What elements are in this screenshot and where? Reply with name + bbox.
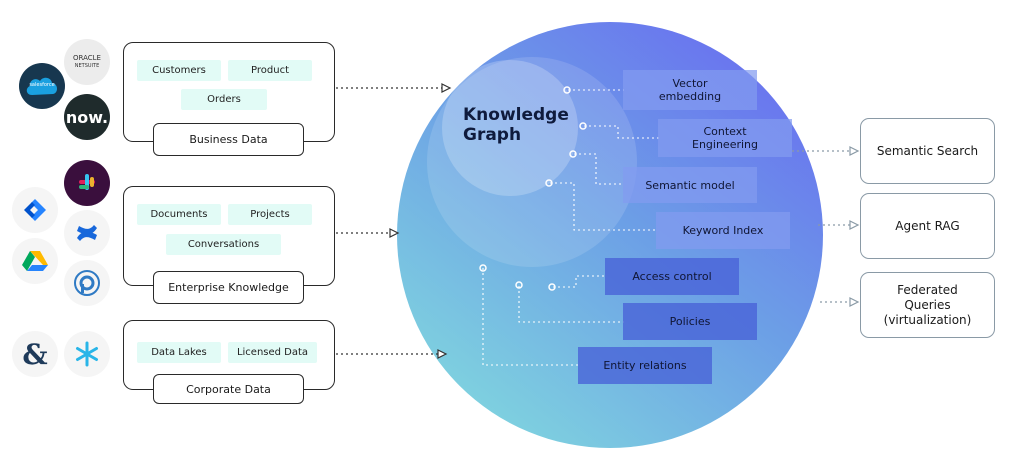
output-agent-rag: Agent RAG [860, 193, 995, 259]
arrowhead-business [441, 83, 452, 93]
tag-licensed-data: Licensed Data [228, 342, 317, 363]
slack-icon [64, 160, 110, 206]
tag-projects: Projects [228, 204, 312, 225]
jira-icon [12, 187, 58, 233]
oracle-netsuite-icon: ORACLE NETSUITE [64, 39, 110, 85]
ampersand-icon: & [12, 331, 58, 377]
enterprise-knowledge-label: Enterprise Knowledge [153, 271, 304, 304]
feature-semantic-model: Semantic model [623, 167, 757, 203]
arrowhead-enterprise [389, 228, 400, 238]
connector-nodes [479, 86, 587, 291]
sphere-inner-core [442, 60, 578, 196]
tag-product: Product [228, 60, 312, 81]
knowledge-graph-title: Knowledge Graph [463, 105, 569, 145]
business-data-label: Business Data [153, 123, 304, 156]
feature-entity-relations: Entity relations [578, 347, 712, 384]
feature-policies: Policies [623, 303, 757, 340]
snowflake-icon [64, 331, 110, 377]
kg-title-line1: Knowledge [463, 105, 569, 125]
feature-access-control: Access control [605, 258, 739, 295]
kg-title-line2: Graph [463, 125, 522, 145]
tag-orders: Orders [181, 89, 267, 110]
arrowhead-corporate [437, 349, 448, 359]
internal-connectors [482, 89, 660, 366]
corporate-data-label: Corporate Data [153, 374, 304, 404]
tag-customers: Customers [137, 60, 221, 81]
google-drive-icon [12, 238, 58, 284]
input-arrows [336, 87, 444, 355]
confluence-icon [64, 210, 110, 256]
output-arrows [792, 150, 852, 303]
tag-conversations: Conversations [166, 234, 281, 255]
servicenow-icon: now. [64, 94, 110, 140]
sphere-inner-halo [427, 57, 637, 267]
tag-data-lakes: Data Lakes [137, 342, 221, 363]
feature-keyword-index: Keyword Index [656, 212, 790, 249]
output-semantic-search: Semantic Search [860, 118, 995, 184]
salesforce-cloud-icon: salesforce [19, 63, 65, 109]
tag-documents: Documents [137, 204, 221, 225]
circular-app-icon [64, 260, 110, 306]
